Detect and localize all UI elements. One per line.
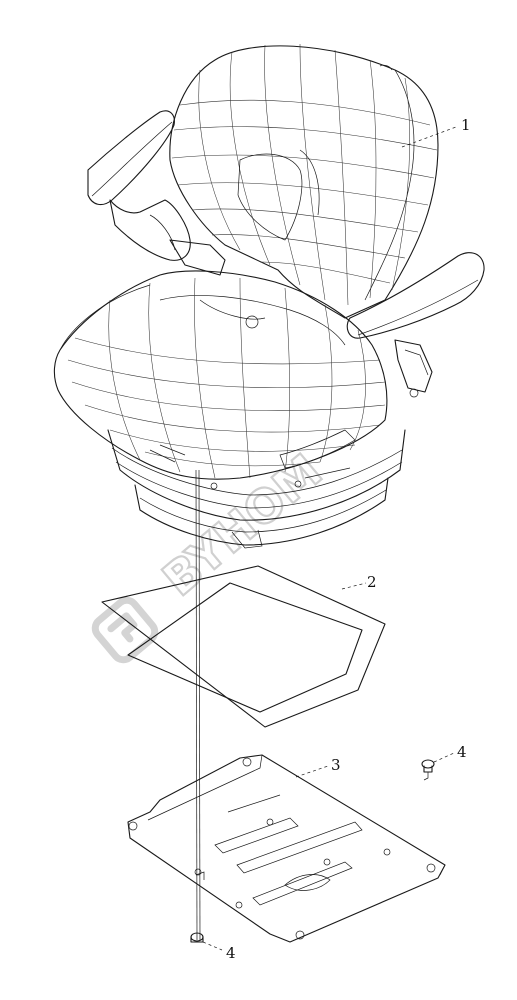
callout-labels: 1 2 3 4 4 bbox=[226, 116, 471, 962]
fastener-bottom bbox=[190, 932, 204, 943]
seat-suspension bbox=[107, 429, 406, 549]
watermark: BYHOM bbox=[91, 442, 333, 664]
callout-4-bottom: 4 bbox=[226, 944, 236, 962]
fastener-right bbox=[421, 759, 435, 781]
left-armrest bbox=[87, 110, 226, 276]
cushion-mesh bbox=[67, 277, 386, 479]
seat-assembly bbox=[53, 43, 485, 941]
watermark-logo-icon bbox=[91, 596, 159, 664]
callout-2: 2 bbox=[367, 573, 377, 591]
seat-backrest bbox=[169, 45, 439, 319]
seat-cushion bbox=[53, 270, 388, 480]
watermark-text: BYHOM bbox=[152, 443, 332, 606]
callout-1: 1 bbox=[461, 116, 471, 134]
right-armrest bbox=[346, 252, 485, 398]
backrest-mesh bbox=[171, 43, 438, 306]
mounting-bracket bbox=[127, 754, 446, 943]
gasket-plate bbox=[101, 565, 386, 728]
callout-4-right: 4 bbox=[457, 743, 467, 761]
callout-3: 3 bbox=[331, 756, 341, 774]
leader-lines bbox=[202, 126, 457, 951]
